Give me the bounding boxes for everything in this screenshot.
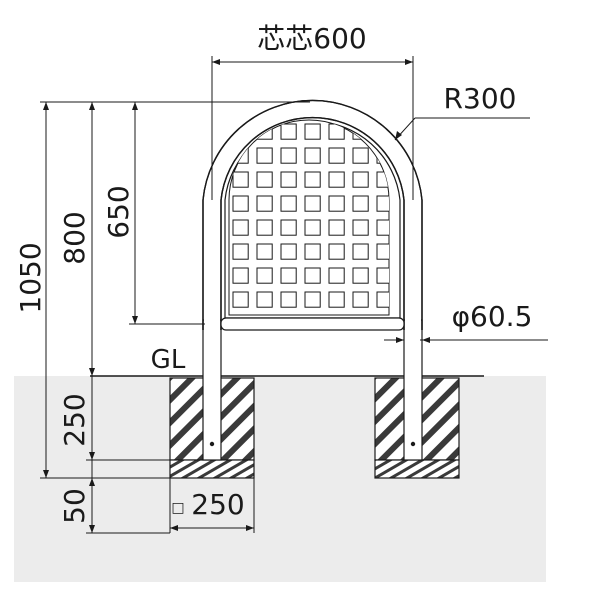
lattice-cell (256, 291, 273, 308)
lattice-cell (328, 219, 345, 236)
lattice-cell (376, 291, 389, 308)
lattice-cell (328, 195, 345, 212)
lattice-cell (376, 219, 389, 236)
total-height-label: 1050 (14, 242, 47, 313)
lattice-cell (304, 147, 321, 164)
lattice-cell (352, 267, 369, 284)
lattice-cell (232, 291, 249, 308)
lattice-cell (328, 147, 345, 164)
ground-level-label: GL (151, 345, 186, 375)
lattice-cell (352, 147, 369, 164)
lattice-cell (280, 147, 297, 164)
lattice-cell (352, 195, 369, 212)
lattice-cell (304, 291, 321, 308)
lattice-height-label: 650 (102, 185, 135, 238)
lattice-cell (304, 123, 321, 140)
center-to-center-label: 芯芯600 (257, 22, 366, 55)
lattice-cell (280, 267, 297, 284)
lattice-cell (280, 219, 297, 236)
lattice-cell (256, 171, 273, 188)
bollard-arch (202, 99, 423, 330)
lattice-cell (280, 195, 297, 212)
lattice-cell (256, 147, 273, 164)
lattice-cell (304, 243, 321, 260)
extension-lines (40, 56, 414, 534)
lattice-cell (304, 171, 321, 188)
lattice-cell (232, 171, 249, 188)
lattice-cell (352, 171, 369, 188)
lattice-cell (328, 171, 345, 188)
lattice-cell (232, 243, 249, 260)
lattice-cell (232, 195, 249, 212)
lattice-panel (224, 119, 401, 319)
pipe-diameter-label: φ60.5 (452, 300, 533, 333)
radius-label: R300 (444, 82, 517, 115)
base-depth-label: 50 (58, 488, 91, 524)
lattice-cell (280, 291, 297, 308)
lattice-cell (280, 243, 297, 260)
lattice-cell (352, 243, 369, 260)
lattice-cell (256, 219, 273, 236)
lattice-cell (376, 267, 389, 284)
embed-depth-label: 250 (58, 393, 91, 446)
lattice-cell (328, 243, 345, 260)
bollard-legs (202, 319, 423, 461)
lattice-cell (352, 291, 369, 308)
ground-area (14, 376, 546, 582)
lattice-cell (376, 195, 389, 212)
lattice-cell (256, 267, 273, 284)
dimension-arrows (43, 59, 430, 533)
lattice-cell (232, 267, 249, 284)
lattice-cell (304, 195, 321, 212)
lattice-cell (304, 267, 321, 284)
lattice-cell (304, 219, 321, 236)
lattice-cell (328, 291, 345, 308)
lattice-cell (280, 171, 297, 188)
lattice-cell (256, 195, 273, 212)
square-symbol: □ (171, 500, 184, 516)
lattice-cell (256, 243, 273, 260)
height-above-ground-label: 800 (58, 211, 91, 264)
foundation-size-label: 250 (191, 488, 244, 521)
cross-bar (220, 317, 405, 331)
lattice-cell (328, 267, 345, 284)
lattice-cell (232, 219, 249, 236)
lattice-cell (376, 243, 389, 260)
lattice-cell (352, 219, 369, 236)
lattice-cell (280, 123, 297, 140)
